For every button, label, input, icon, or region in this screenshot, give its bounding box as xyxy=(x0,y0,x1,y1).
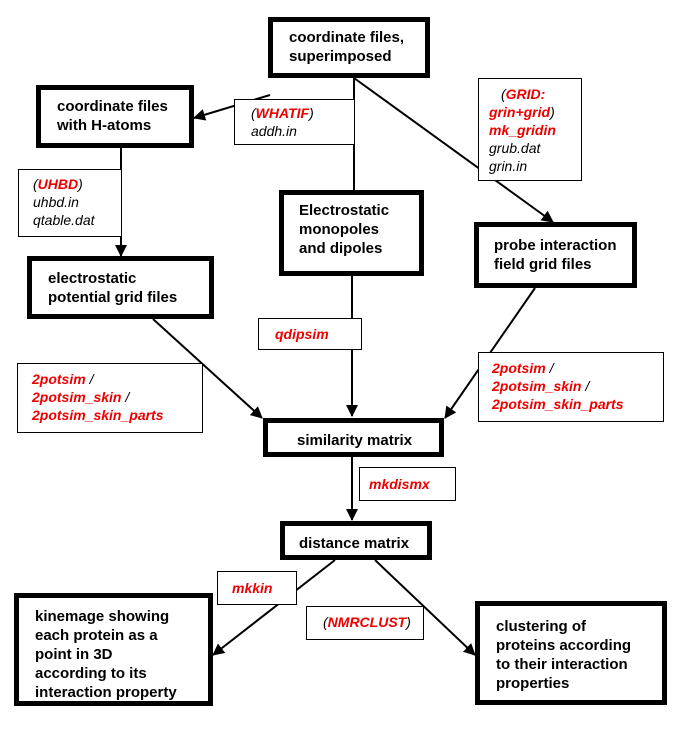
label-text: / xyxy=(121,389,130,405)
label-mkdismx: mkdismx xyxy=(359,467,456,501)
node-kinemage: kinemage showing each protein as a point… xyxy=(14,593,213,706)
label-text: distance matrix xyxy=(299,535,410,552)
label-line: 2potsim_skin / xyxy=(492,377,663,395)
label-text: similarity matrix xyxy=(297,432,413,449)
label-text: proteins according xyxy=(496,637,632,654)
arrow-superimposed-to-probe xyxy=(353,77,554,223)
node-clustering: clustering of proteins according to thei… xyxy=(475,601,667,705)
label-nmrclust: (NMRCLUST) xyxy=(306,606,424,640)
label-text: GRID: xyxy=(505,86,546,102)
label-text: each protein as a xyxy=(35,627,158,644)
node-similarity-matrix: similarity matrix xyxy=(263,418,444,457)
label-text: ( xyxy=(323,614,328,630)
label-text: qdipsim xyxy=(275,326,329,342)
label-text: 2potsim_skin xyxy=(32,389,122,405)
label-text: 2potsim xyxy=(492,360,546,376)
node-distance-matrix: distance matrix xyxy=(280,521,432,560)
label-uhbd: (UHBD) uhbd.in qtable.dat xyxy=(18,169,122,237)
label-line: (WHATIF) xyxy=(251,104,354,122)
label-text: 2potsim xyxy=(32,371,86,387)
label-text: / xyxy=(85,371,94,387)
label-text: ) xyxy=(309,105,314,121)
label-text: ) xyxy=(78,176,83,192)
label-line: (GRID: xyxy=(489,85,581,103)
label-text: / xyxy=(581,378,590,394)
label-text: grub.dat xyxy=(489,140,541,156)
label-text: kinemage showing xyxy=(35,608,170,625)
label-text: monopoles xyxy=(299,221,380,238)
label-text: point in 3D xyxy=(35,646,113,663)
label-text: electrostatic xyxy=(48,270,137,287)
label-text: potential grid files xyxy=(48,289,178,306)
label-text: UHBD xyxy=(37,176,79,192)
label-text: WHATIF xyxy=(255,105,310,121)
arrow-potential-to-similarity xyxy=(152,318,263,419)
label-text: / xyxy=(545,360,554,376)
label-text: clustering of xyxy=(496,618,587,635)
label-text: according to its xyxy=(35,665,147,682)
label-line: (NMRCLUST) xyxy=(323,613,423,631)
label-text: mkdismx xyxy=(369,476,430,492)
label-text: to their interaction xyxy=(496,656,628,673)
label-text: 2potsim_skin_parts xyxy=(492,396,624,412)
label-text: grin.in xyxy=(489,158,528,174)
label-text: superimposed xyxy=(289,48,392,65)
label-line: 2potsim / xyxy=(32,370,202,388)
label-text: ) xyxy=(550,104,555,120)
label-text: uhbd.in xyxy=(33,194,79,210)
label-text: probe interaction xyxy=(494,237,617,254)
label-line: 2potsim / xyxy=(492,359,663,377)
label-whatif: (WHATIF) addh.in xyxy=(234,99,355,145)
label-text: and dipoles xyxy=(299,240,383,257)
label-text: mk_gridin xyxy=(489,122,556,138)
label-line: (UHBD) xyxy=(33,175,121,193)
label-text: properties xyxy=(496,675,570,692)
label-text: field grid files xyxy=(494,256,592,273)
label-line: grin+grid) xyxy=(489,103,581,121)
label-text: interaction property xyxy=(35,684,177,701)
label-grid: (GRID: grin+grid) mk_gridin grub.dat gri… xyxy=(478,78,582,181)
node-electrostatic-monopoles-dipoles: Electrostatic monopoles and dipoles xyxy=(279,190,424,276)
node-coordinate-files-superimposed: coordinate files, superimposed xyxy=(268,17,430,78)
label-text: ) xyxy=(406,614,411,630)
label-potsim-right: 2potsim / 2potsim_skin / 2potsim_skin_pa… xyxy=(478,352,664,422)
label-line: 2potsim_skin / xyxy=(32,388,202,406)
node-probe-interaction-grid: probe interaction field grid files xyxy=(474,222,637,288)
label-text: mkkin xyxy=(232,580,273,596)
label-text: 2potsim_skin_parts xyxy=(32,407,164,423)
label-text: ( xyxy=(501,86,506,102)
node-electrostatic-potential-grid: electrostatic potential grid files xyxy=(27,256,214,319)
node-coordinate-files-h-atoms: coordinate files with H-atoms xyxy=(36,85,194,148)
label-qdipsim: qdipsim xyxy=(258,318,362,350)
label-text: grin+grid xyxy=(489,104,551,120)
arrow-distance-to-kinemage xyxy=(212,559,336,656)
label-text: coordinate files, xyxy=(289,29,405,46)
label-text: NMRCLUST xyxy=(327,614,407,630)
arrow-superimposed-to-h-atoms xyxy=(193,94,271,121)
label-text: coordinate files xyxy=(57,98,168,115)
label-text: with H-atoms xyxy=(57,117,152,134)
label-text: 2potsim_skin xyxy=(492,378,582,394)
label-text: qtable.dat xyxy=(33,212,95,228)
label-text: ( xyxy=(33,176,38,192)
label-text: ( xyxy=(251,105,256,121)
label-mkkin: mkkin xyxy=(217,571,297,605)
arrow-distance-to-clustering xyxy=(374,559,476,656)
label-potsim-left: 2potsim / 2potsim_skin / 2potsim_skin_pa… xyxy=(17,363,203,433)
label-text: Electrostatic xyxy=(299,202,390,219)
label-text: addh.in xyxy=(251,123,297,139)
